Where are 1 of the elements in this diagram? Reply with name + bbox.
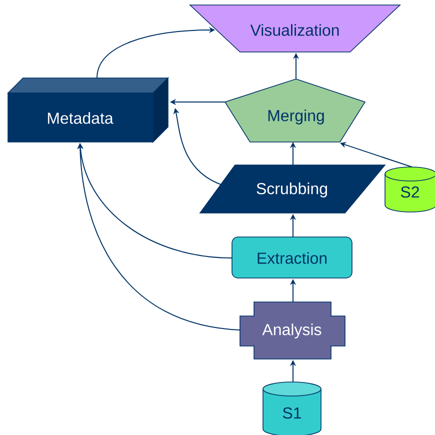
rounded-box: Extraction [232,236,352,278]
